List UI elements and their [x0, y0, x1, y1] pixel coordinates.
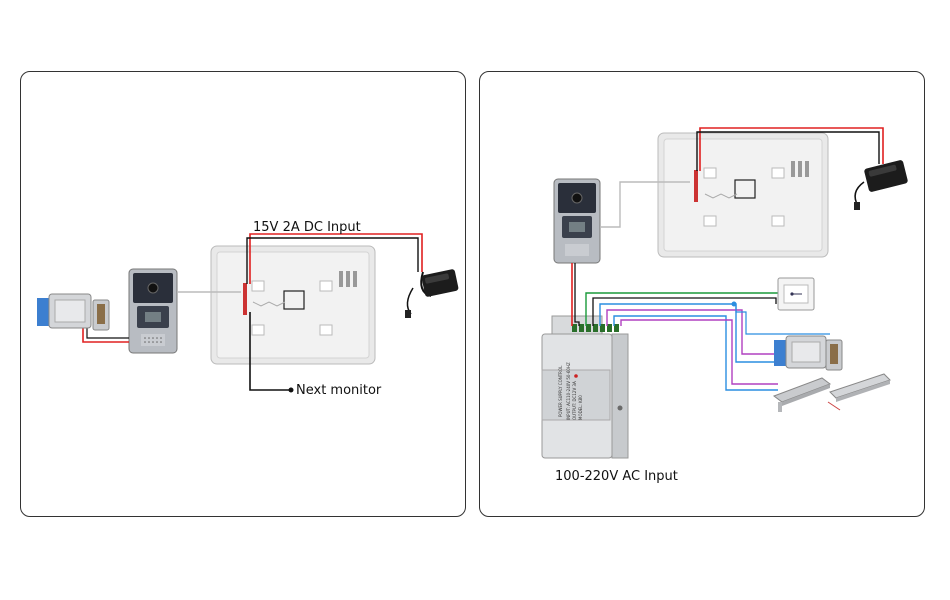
exit-button-icon: [777, 277, 815, 311]
left-diagram-panel: 15V 2A DC Input Next monitor: [20, 71, 466, 517]
power-adapter-icon: [854, 160, 908, 210]
left-wiring-diagram: 15V 2A DC Input Next monitor: [37, 220, 459, 398]
electric-lock-icon: [774, 335, 843, 371]
magnetic-lock-icon: [772, 377, 832, 412]
psu-model: MODEL: K80: [578, 395, 583, 420]
electric-lock-icon: [37, 293, 110, 331]
psu-input: INPUT: AC110-240V 50-60HZ: [566, 362, 571, 420]
next-monitor-label: Next monitor: [296, 383, 382, 398]
dc-input-label: 15V 2A DC Input: [253, 220, 361, 235]
power-adapter-icon: [405, 269, 459, 318]
monitor-back-icon: [210, 245, 376, 365]
power-supply-unit-icon: [541, 315, 629, 459]
outdoor-camera-unit-icon: [128, 268, 178, 354]
monitor-back-icon: [657, 132, 829, 258]
outdoor-camera-unit-icon: [553, 178, 601, 264]
right-diagram-panel: POWER SUPPLY CONTROL INPUT: AC110-240V 5…: [479, 71, 925, 517]
bolt-lock-icon: [827, 373, 891, 411]
psu-output: OUTPUT: DC12V 3A: [572, 381, 577, 420]
right-wiring-diagram: POWER SUPPLY CONTROL INPUT: AC110-240V 5…: [541, 127, 908, 484]
psu-title: POWER SUPPLY CONTROL: [558, 365, 563, 417]
ac-input-label: 100-220V AC Input: [555, 469, 678, 484]
